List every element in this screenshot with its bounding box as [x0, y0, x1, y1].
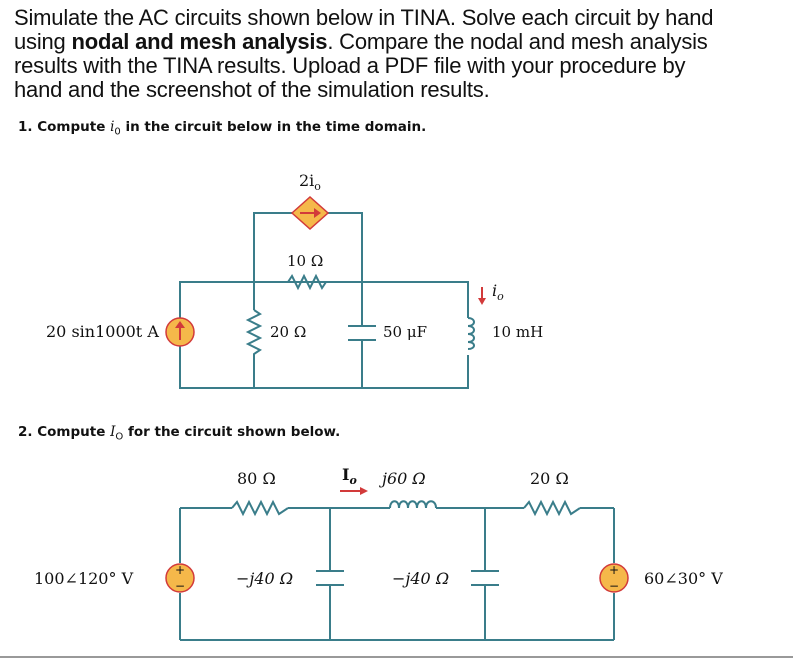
r-top-label: 10 Ω: [287, 252, 323, 270]
question-1-heading: 1. Compute i0 in the circuit below in th…: [18, 119, 427, 138]
current-Io-arrow-icon: [340, 487, 368, 495]
capacitor-minus-j40-1: [316, 570, 344, 586]
svg-text:+: +: [609, 563, 619, 577]
v1-label: 100∠120° V: [34, 569, 134, 588]
voltage-source-right-icon: + −: [599, 563, 629, 593]
r2-label: 20 Ω: [530, 469, 569, 488]
c2-label: −j40 Ω: [392, 569, 449, 588]
c1-label: −j40 Ω: [236, 569, 293, 588]
dep-source-label: 2io: [299, 171, 321, 193]
inductor-10mh: [467, 317, 475, 350]
current-io-arrow-icon: [478, 287, 486, 305]
problem-line-1: Simulate the AC circuits shown below in …: [14, 5, 714, 30]
resistor-80-ohm: [231, 499, 289, 517]
svg-text:+: +: [175, 563, 185, 577]
source-label: 20 sin1000t A: [46, 322, 159, 341]
resistor-10-ohm: [287, 273, 327, 291]
capacitor-50uf: [348, 325, 376, 341]
svg-text:−: −: [609, 579, 619, 593]
problem-line-4: hand and the screenshot of the simulatio…: [14, 77, 490, 102]
inductor-j60: [389, 500, 437, 509]
dependent-current-source-icon: [290, 195, 330, 231]
page-divider: [0, 656, 793, 658]
question-2-heading: 2. Compute IO for the circuit shown belo…: [18, 424, 341, 443]
resistor-20-ohm-2: [523, 499, 581, 517]
circuit-1-diagram: 20 sin1000t A 2io 10 Ω 20 Ω 50 μF 10 mH …: [46, 171, 543, 389]
emphasis-nodal-mesh: nodal and mesh analysis: [71, 29, 328, 54]
svg-text:−: −: [175, 579, 185, 593]
problem-line-3: results with the TINA results. Upload a …: [14, 53, 686, 78]
l-label-2: j60 Ω: [379, 469, 426, 488]
capacitor-minus-j40-2: [471, 570, 499, 586]
problem-statement: Simulate the AC circuits shown below in …: [14, 6, 784, 102]
l-label: 10 mH: [492, 323, 543, 341]
problem-line-2: using nodal and mesh analysis. Compare t…: [14, 29, 708, 54]
current-source-icon: [165, 317, 195, 347]
r-left-label: 20 Ω: [270, 323, 306, 341]
voltage-source-left-icon: + −: [165, 563, 195, 593]
resistor-20-ohm: [245, 309, 263, 360]
c-label: 50 μF: [383, 323, 427, 341]
r1-label: 80 Ω: [237, 469, 276, 488]
v2-label: 60∠30° V: [644, 569, 723, 588]
io-label: io: [492, 281, 504, 303]
Io-label: Io: [342, 465, 357, 487]
